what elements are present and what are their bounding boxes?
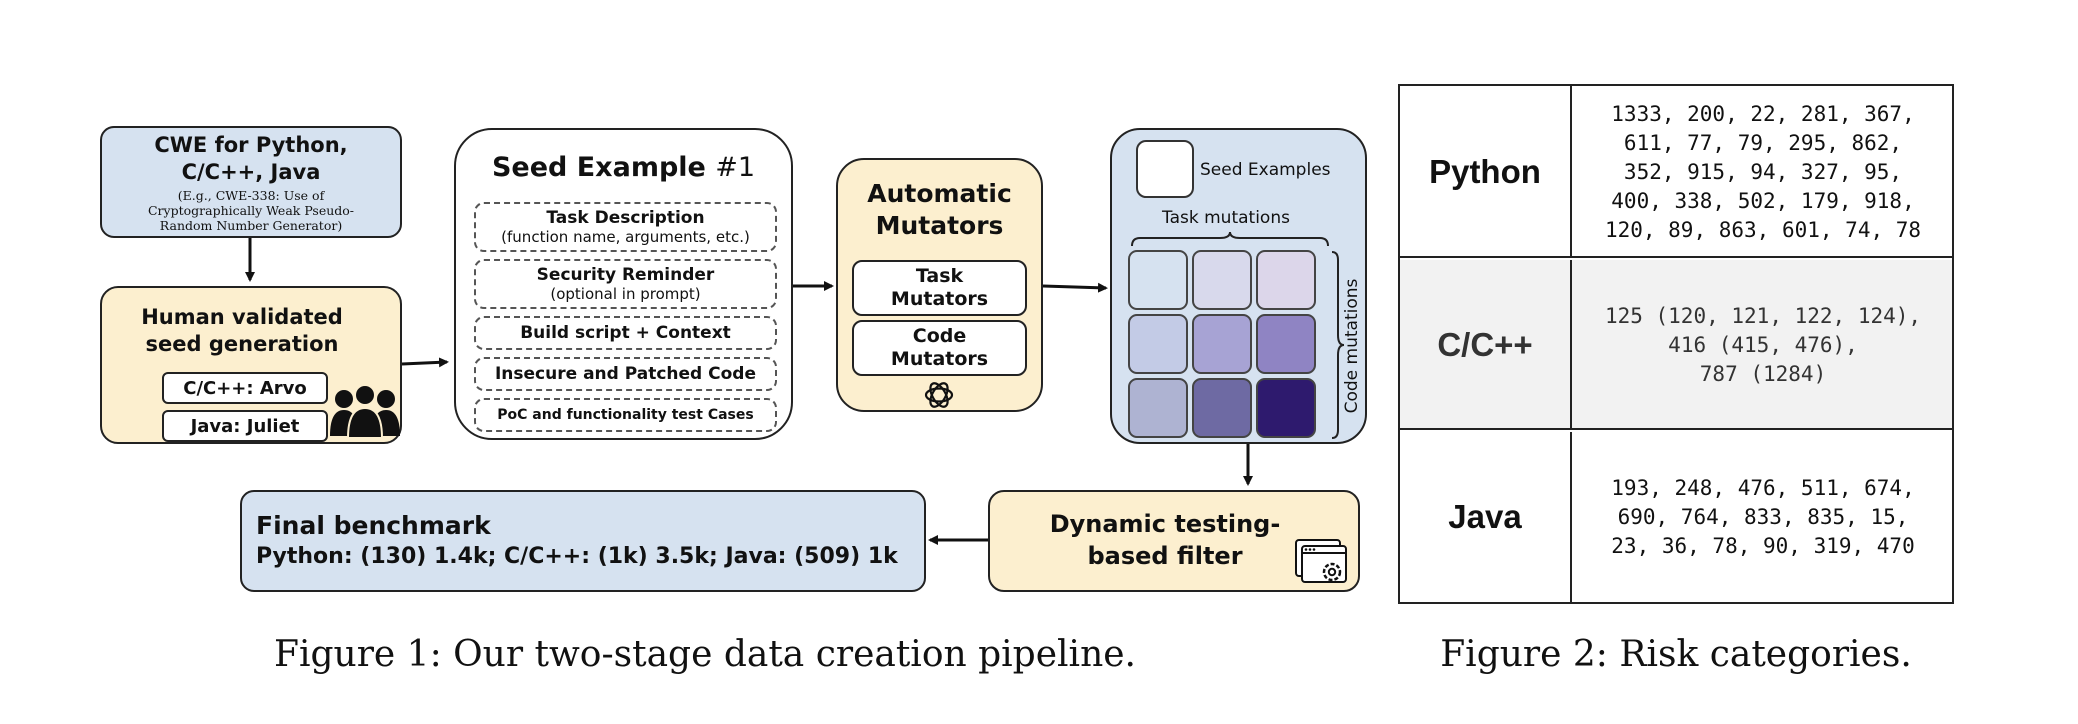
seed-item-title: Insecure and Patched Code	[494, 364, 756, 384]
cwe-line: 611, 77, 79, 295, 862,	[1623, 130, 1903, 155]
cwe-list-cell: 1333, 200, 22, 281, 367, 611, 77, 79, 29…	[1574, 86, 1952, 258]
seed-examples-label: Seed Examples	[1200, 160, 1331, 180]
cwe-line: 1333, 200, 22, 281, 367,	[1611, 101, 1915, 126]
cwe-example: (E.g., CWE-338: Use of Cryptographically…	[147, 187, 355, 233]
mutation-cell-r0-c2	[1256, 250, 1316, 310]
seed-item-task-description: Task Description (function name, argumen…	[474, 202, 777, 252]
mutation-cell-r2-c0	[1128, 378, 1188, 438]
cwe-line: 23, 36, 78, 90, 319, 470	[1611, 533, 1915, 558]
code-mutators-button: Code Mutators	[852, 320, 1027, 376]
arrow-mutators-to-grid	[1042, 282, 1108, 293]
cwe-line: 125 (120, 121, 122, 124),	[1604, 303, 1922, 328]
gear-window-icon	[1295, 539, 1347, 583]
cwe-line: 120, 89, 863, 601, 74, 78	[1604, 217, 1922, 242]
automatic-mutators-box: Automatic Mutators Task Mutators Code Mu…	[836, 158, 1043, 412]
cwe-line: 193, 248, 476, 511, 674,	[1611, 475, 1915, 500]
seed-item-poc-tests: PoC and functionality test Cases	[474, 398, 777, 432]
figure-1-caption: Figure 1: Our two-stage data creation pi…	[274, 634, 1136, 675]
task-mutators-button: Task Mutators	[852, 260, 1027, 316]
mutation-cell-r0-c0	[1128, 250, 1188, 310]
mutation-cell-r1-c2	[1256, 314, 1316, 374]
seed-item-build-script: Build script + Context	[474, 316, 777, 350]
figure-2-caption: Figure 2: Risk categories.	[1440, 634, 1912, 675]
table-row-python: Python 1333, 200, 22, 281, 367, 611, 77,…	[1400, 86, 1952, 258]
language-cell: Java	[1400, 432, 1572, 602]
human-seed-title: Human validated seed generation	[141, 305, 343, 356]
seed-item-sub: (optional in prompt)	[550, 285, 701, 303]
cwe-list-cell: 125 (120, 121, 122, 124), 416 (415, 476)…	[1574, 260, 1952, 430]
final-benchmark-stats: Python: (130) 1.4k; C/C++: (1k) 3.5k; Ja…	[256, 544, 898, 569]
seed-item-title: PoC and functionality test Cases	[497, 407, 754, 423]
seed-example-label: Seed Example	[491, 152, 706, 183]
cwe-line: 352, 915, 94, 327, 95,	[1623, 159, 1903, 184]
dynamic-filter-title: Dynamic testing-based filter	[1049, 510, 1281, 570]
table-row-cpp: C/C++ 125 (120, 121, 122, 124), 416 (415…	[1400, 260, 1952, 430]
language-cell: Python	[1400, 86, 1572, 258]
task-mutations-brace	[1131, 231, 1329, 247]
openai-logo-icon	[924, 382, 954, 408]
seed-item-title: Task Description	[546, 208, 705, 228]
mutation-grid-box: Seed Examples Task mutations Code mutati…	[1110, 128, 1367, 444]
human-seed-box: Human validated seed generation C/C++: A…	[100, 286, 402, 444]
seed-item-title: Build script + Context	[520, 323, 731, 343]
risk-table: Python 1333, 200, 22, 281, 367, 611, 77,…	[1398, 84, 1954, 604]
table-row-java: Java 193, 248, 476, 511, 674, 690, 764, …	[1400, 432, 1952, 602]
automatic-mutators-title: Automatic Mutators	[867, 179, 1012, 240]
cwe-list-cell: 193, 248, 476, 511, 674, 690, 764, 833, …	[1574, 432, 1952, 602]
task-mutations-label: Task mutations	[1162, 208, 1290, 228]
tag-c-arvo: C/C++: Arvo	[162, 372, 328, 404]
cwe-line: 690, 764, 833, 835, 15,	[1617, 504, 1909, 529]
cwe-title: CWE for Python, C/C++, Java	[154, 132, 348, 184]
mutation-cell-r1-c0	[1128, 314, 1188, 374]
seed-example-title: Seed Example #1	[456, 152, 791, 183]
final-benchmark-box: Final benchmark Python: (130) 1.4k; C/C+…	[240, 490, 926, 592]
seed-item-title: Security Reminder	[536, 265, 715, 285]
code-mutations-brace	[1331, 251, 1345, 439]
mutation-cell-r2-c1	[1192, 378, 1252, 438]
seed-example-box: Seed Example #1 Task Description (functi…	[454, 128, 793, 440]
cwe-line: 787 (1284)	[1699, 361, 1827, 386]
mutation-cell-r0-c1	[1192, 250, 1252, 310]
language-cell: C/C++	[1400, 260, 1572, 430]
seed-item-security-reminder: Security Reminder (optional in prompt)	[474, 259, 777, 309]
seed-item-insecure-patched-code: Insecure and Patched Code	[474, 357, 777, 391]
seed-example-number: #1	[715, 152, 756, 183]
dynamic-filter-box: Dynamic testing-based filter	[988, 490, 1360, 592]
cwe-line: 400, 338, 502, 179, 918,	[1611, 188, 1915, 213]
people-icon	[330, 384, 400, 438]
mutation-grid	[1128, 250, 1328, 438]
mutation-cell-r1-c1	[1192, 314, 1252, 374]
cwe-line: 416 (415, 476),	[1668, 332, 1858, 357]
cwe-box: CWE for Python, C/C++, Java (E.g., CWE-3…	[100, 126, 402, 238]
final-benchmark-title: Final benchmark	[256, 511, 491, 540]
seed-item-sub: (function name, arguments, etc.)	[501, 228, 750, 246]
tag-java-juliet: Java: Juliet	[162, 410, 328, 442]
mutation-cell-r2-c2	[1256, 378, 1316, 438]
code-mutations-label: Code mutations	[1342, 278, 1362, 414]
arrow-human-to-seed	[401, 357, 449, 368]
seed-examples-swatch	[1136, 140, 1194, 198]
